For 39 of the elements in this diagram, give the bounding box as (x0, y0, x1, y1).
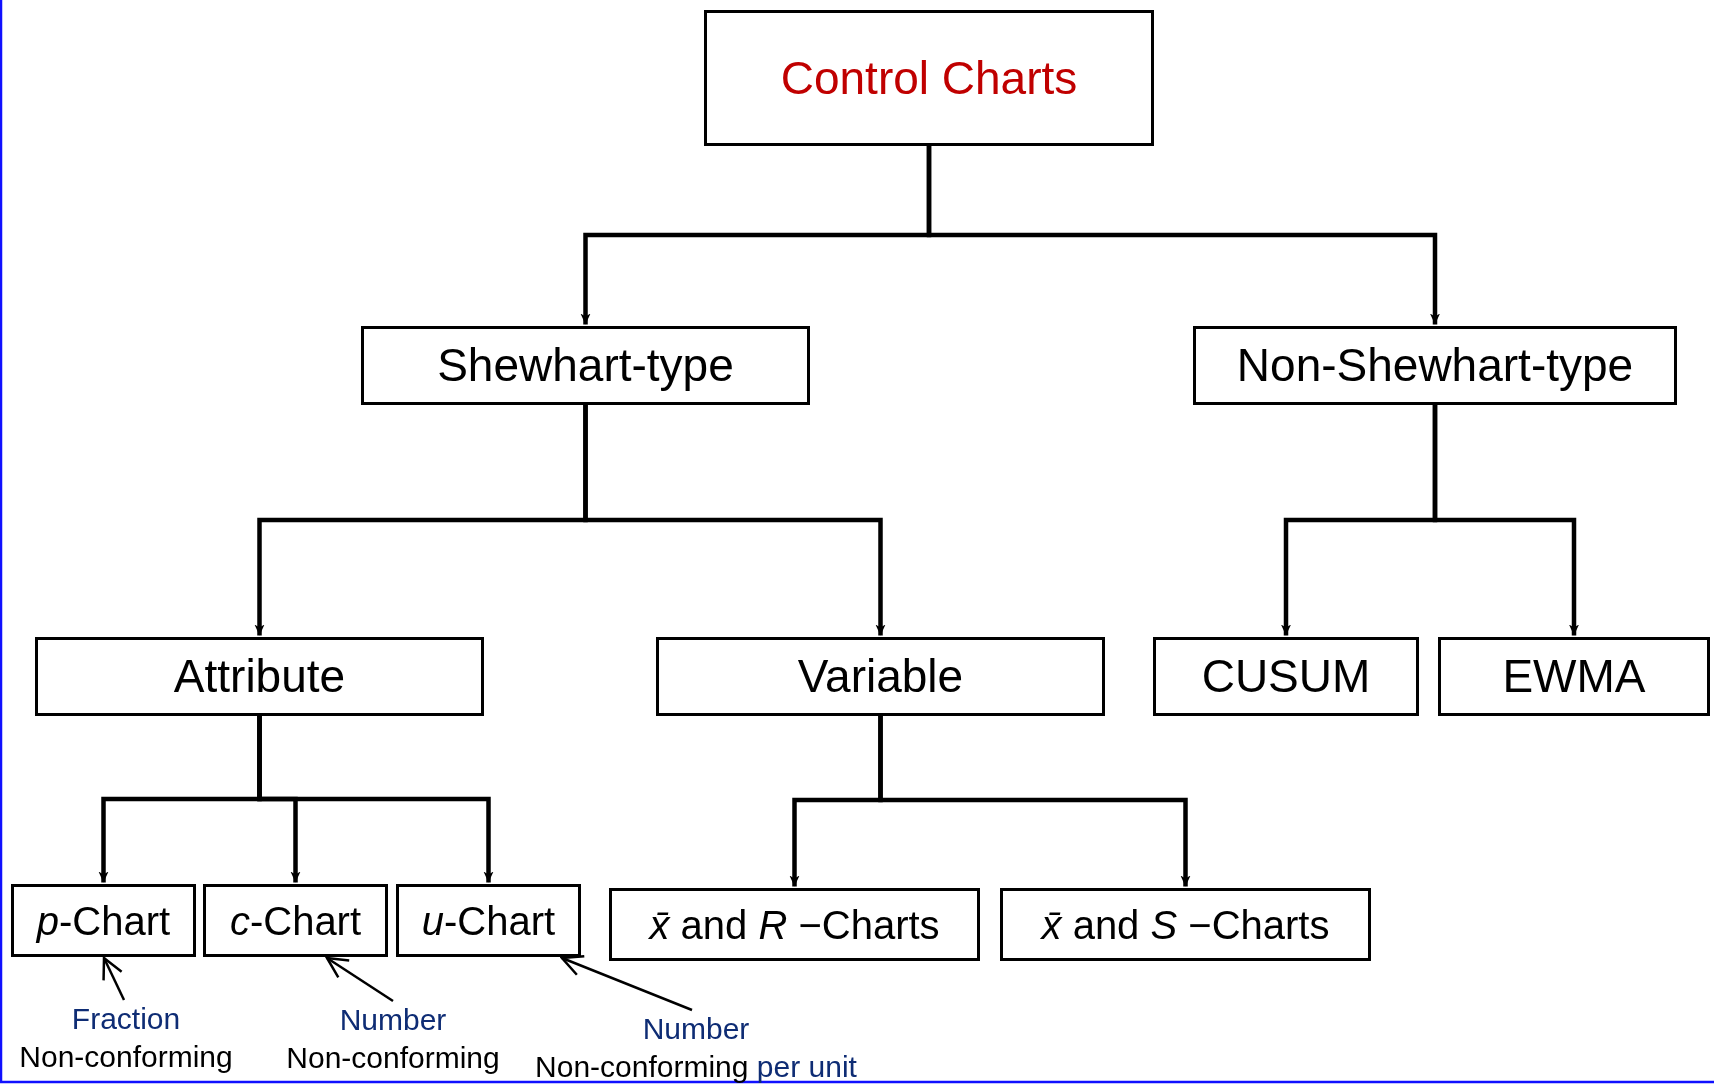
chart-type-box (1193, 326, 1677, 405)
box-label: c-Chart (229, 897, 362, 944)
box-label: EWMA (1502, 650, 1646, 703)
box-label: x̄ and S −Charts (1041, 901, 1330, 948)
annotation-text: Number (339, 1003, 447, 1036)
chart-type-box (609, 888, 980, 961)
chart-type-box (396, 884, 581, 957)
annotation-text: Non-conforming (535, 1050, 749, 1083)
annotation-text: Non-conforming (19, 1040, 233, 1073)
box-label: Non-Shewhart-type (1236, 339, 1634, 392)
box-label: CUSUM (1201, 650, 1371, 703)
annotation-text: Non-conforming (286, 1041, 500, 1074)
arrow (1432, 405, 1579, 636)
chart-type-box (203, 884, 388, 957)
box-label: u-Chart (421, 897, 556, 944)
box-label: Shewhart-type (437, 339, 734, 392)
chart-type-box (704, 10, 1154, 146)
chart-type-box (1438, 637, 1710, 716)
chart-type-box (1153, 637, 1419, 716)
box-label: x̄ and R −Charts (649, 901, 940, 948)
annotation-text: per unit (756, 1050, 857, 1083)
arrow (926, 146, 1440, 325)
leader-arrow (560, 954, 693, 1012)
arrow (878, 716, 1191, 887)
arrow (583, 405, 886, 636)
leader-arrow (102, 956, 126, 1001)
leader-arrow (325, 956, 394, 1003)
box-label: Variable (797, 650, 964, 703)
chart-type-box (35, 637, 484, 716)
chart-type-box (361, 326, 810, 405)
arrow (257, 716, 494, 883)
chart-type-box (11, 884, 196, 957)
box-label: Control Charts (779, 51, 1079, 105)
box-label: p-Chart (36, 897, 171, 944)
chart-type-box (656, 637, 1105, 716)
box-label: Attribute (173, 650, 346, 703)
annotation-text: Number (642, 1012, 750, 1045)
annotation-text: Fraction (71, 1002, 181, 1035)
chart-type-box (1000, 888, 1371, 961)
